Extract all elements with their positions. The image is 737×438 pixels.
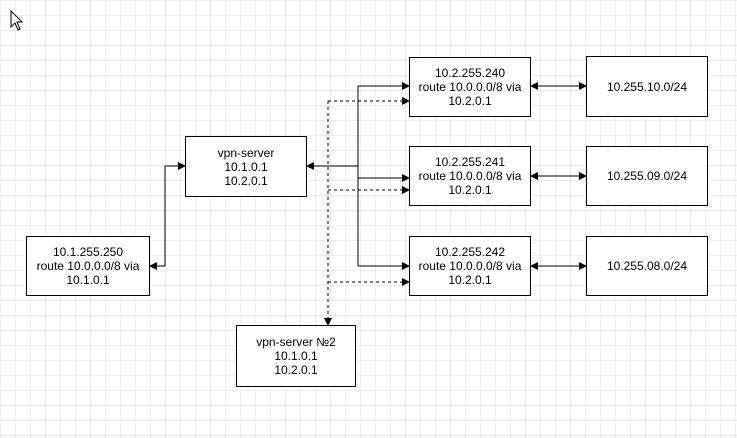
node-vpn-server-line-1: vpn-server xyxy=(217,145,275,160)
node-network-10-label: 10.255.10.0/24 xyxy=(606,79,688,94)
node-gateway-241-line-2: route 10.0.0.0/8 via xyxy=(418,169,522,183)
node-gateway-241[interactable]: 10.2.255.241 route 10.0.0.0/8 via 10.2.0… xyxy=(409,146,531,206)
node-gateway-240-line-3: 10.2.0.1 xyxy=(448,94,492,108)
node-vpn-server-2-line-2: 10.1.0.1 xyxy=(274,349,318,363)
node-gateway-242-line-3: 10.2.0.1 xyxy=(448,273,492,287)
node-vpn-server-2-line-1: vpn-server №2 xyxy=(256,335,336,349)
node-vpn-server-2-line-3: 10.2.0.1 xyxy=(274,363,318,377)
node-client-line-1: 10.1.255.250 xyxy=(52,245,124,259)
node-vpn-server[interactable]: vpn-server 10.1.0.1 10.2.0.1 xyxy=(185,136,307,197)
node-network-08[interactable]: 10.255.08.0/24 xyxy=(586,236,708,296)
connector-client-vpn xyxy=(149,162,186,270)
node-client-line-2: route 10.0.0.0/8 via xyxy=(36,259,140,273)
node-gateway-240-line-2: route 10.0.0.0/8 via xyxy=(418,80,522,94)
node-vpn-server-line-2: 10.1.0.1 xyxy=(224,159,268,174)
node-gateway-241-line-3: 10.2.0.1 xyxy=(448,183,492,197)
node-gateway-242[interactable]: 10.2.255.242 route 10.0.0.0/8 via 10.2.0… xyxy=(409,236,531,296)
node-gateway-242-line-1: 10.2.255.242 xyxy=(434,245,506,259)
node-vpn-server-line-3: 10.2.0.1 xyxy=(224,173,268,188)
node-client-line-3: 10.1.0.1 xyxy=(66,273,110,287)
node-gateway-240-line-1: 10.2.255.240 xyxy=(434,66,506,80)
node-network-10[interactable]: 10.255.10.0/24 xyxy=(586,56,708,117)
node-client[interactable]: 10.1.255.250 route 10.0.0.0/8 via 10.1.0… xyxy=(26,236,150,296)
node-gateway-240[interactable]: 10.2.255.240 route 10.0.0.0/8 via 10.2.0… xyxy=(409,57,531,117)
node-network-08-label: 10.255.08.0/24 xyxy=(606,259,688,273)
mouse-cursor-icon xyxy=(10,10,24,31)
node-gateway-242-line-2: route 10.0.0.0/8 via xyxy=(418,259,522,273)
node-vpn-server-2[interactable]: vpn-server №2 10.1.0.1 10.2.0.1 xyxy=(236,325,356,387)
node-gateway-241-line-1: 10.2.255.241 xyxy=(434,155,506,169)
node-network-09-label: 10.255.09.0/24 xyxy=(606,169,688,183)
node-network-09[interactable]: 10.255.09.0/24 xyxy=(586,146,708,206)
